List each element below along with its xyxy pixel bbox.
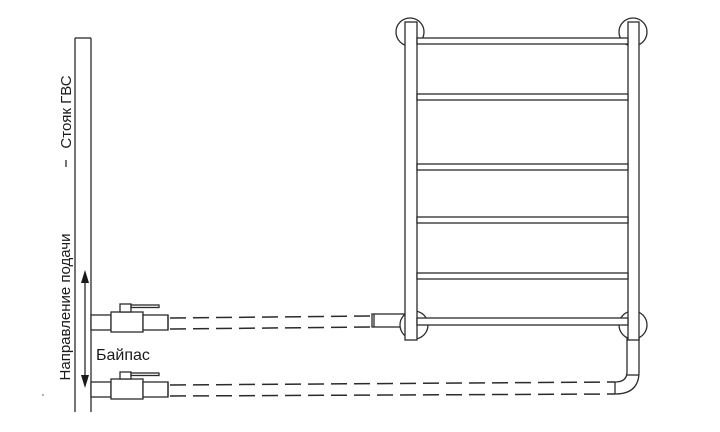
- crossbar-3: [416, 163, 629, 171]
- flow-direction-label: Направление подачи: [57, 234, 74, 381]
- crossbar-4: [416, 216, 629, 224]
- crossbar-5: [416, 272, 629, 280]
- riser-pipe: [74, 37, 92, 412]
- upper-ball-valve: [90, 303, 169, 333]
- supply-pipe: [169, 313, 405, 330]
- stray-dot: [42, 394, 44, 396]
- crossbar-6: [416, 317, 629, 326]
- towel-dryer: [395, 17, 648, 341]
- bypass-label: Байпас: [96, 347, 150, 364]
- crossbar-1: [416, 37, 629, 45]
- lower-ball-valve: [90, 371, 169, 400]
- crossbar-2: [416, 93, 629, 101]
- flow-direction-arrow-icon: [81, 270, 89, 388]
- return-pipe: [169, 338, 640, 397]
- riser-label: Стояк ГВС: [58, 75, 75, 148]
